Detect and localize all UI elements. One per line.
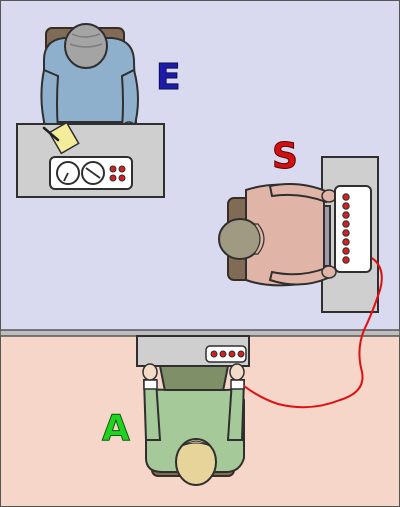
accomplice-desk: [136, 335, 250, 367]
shock-switches: [342, 193, 350, 264]
pen-icon: [42, 126, 60, 142]
subject-hand: [321, 189, 337, 203]
experimenter-torso: [43, 37, 138, 123]
subject-face: [252, 223, 265, 255]
experimenter-right-arm: [120, 68, 139, 129]
accomplice-wrist-strap: [143, 379, 158, 390]
indicator-lights: [109, 165, 126, 182]
accomplice-hand: [142, 363, 158, 381]
paper-icon: [48, 121, 80, 155]
subject-hand: [321, 265, 337, 279]
experimenter-head: [64, 23, 108, 69]
experimenter: [40, 23, 139, 141]
shock-generator-icon: [334, 185, 372, 273]
experimenter-label: E: [156, 57, 181, 98]
accomplice: [142, 363, 246, 486]
clock-icon: [56, 161, 80, 185]
accomplice-head: [175, 438, 217, 486]
electrode-icon: [205, 345, 247, 363]
subject-label: S: [272, 136, 298, 177]
accomplice-face: [181, 440, 211, 447]
accomplice-wrist-strap: [230, 379, 245, 390]
clock-icon: [81, 161, 105, 185]
accomplice-label: A: [102, 408, 130, 449]
accomplice-torso: [145, 388, 245, 473]
shock-wire: [243, 257, 383, 409]
experimenter-desk: [16, 121, 165, 198]
accomplice-hand: [229, 363, 245, 381]
experimenter-left-arm: [40, 68, 60, 131]
subject: [218, 183, 337, 287]
experimenter-hair-strands: [69, 33, 103, 48]
